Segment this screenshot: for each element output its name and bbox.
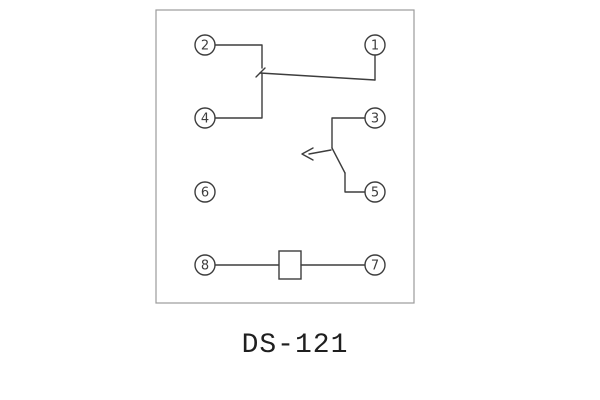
terminal-6-label: 6 <box>201 186 209 201</box>
delay-arrow-shaft <box>308 149 332 155</box>
delay-arrow-icon <box>301 147 314 161</box>
wire-terminal4-to-pivot <box>214 72 263 119</box>
terminal-3-circle <box>364 107 386 129</box>
terminal-4: 4 <box>194 107 216 129</box>
terminal-3: 3 <box>364 107 386 129</box>
terminal-5-circle <box>364 181 386 203</box>
wire-terminal3-lead <box>331 117 366 149</box>
contact-blade-right <box>331 147 346 174</box>
coil-symbol <box>278 250 302 280</box>
terminal-8-circle <box>194 254 216 276</box>
contact-blade-top <box>259 72 376 81</box>
wire-terminal2-to-pivot <box>214 44 263 69</box>
terminal-5: 5 <box>364 181 386 203</box>
diagram-title: DS-121 <box>242 330 349 361</box>
terminal-4-label: 4 <box>201 112 209 127</box>
terminal-2-circle <box>194 34 216 56</box>
terminal-8: 8 <box>194 254 216 276</box>
terminal-6-circle <box>194 181 216 203</box>
terminal-1-circle <box>364 34 386 56</box>
terminal-7-label: 7 <box>371 259 379 274</box>
terminal-6: 6 <box>194 181 216 203</box>
terminal-1: 1 <box>364 34 386 56</box>
diagram-border <box>155 9 415 304</box>
terminal-3-label: 3 <box>371 112 379 127</box>
terminal-2-label: 2 <box>201 39 209 54</box>
terminal-2: 2 <box>194 34 216 56</box>
terminal-1-label: 1 <box>371 39 379 54</box>
terminal-8-label: 8 <box>201 259 209 274</box>
terminal-5-label: 5 <box>371 186 379 201</box>
terminal-7-circle <box>364 254 386 276</box>
terminal-7: 7 <box>364 254 386 276</box>
terminal-4-circle <box>194 107 216 129</box>
wire-terminal5-lead <box>344 172 366 193</box>
